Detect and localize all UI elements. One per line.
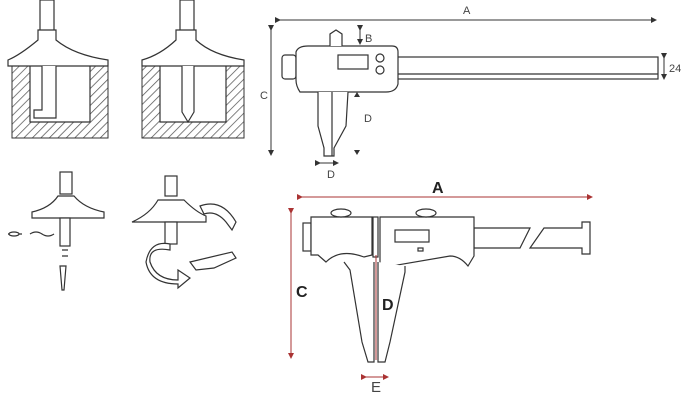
dimension-label-c: C bbox=[260, 90, 268, 102]
dimension-label-b: B bbox=[365, 33, 372, 45]
dimension-label-24: 24 bbox=[669, 63, 681, 75]
depth-gauge-exploded bbox=[8, 171, 105, 291]
dimension-label-d: D bbox=[382, 297, 394, 314]
depth-gauge-in-block-2 bbox=[141, 0, 245, 139]
digital-caliper-top: A B C D D 24 bbox=[260, 5, 681, 181]
dimension-label-a: A bbox=[463, 5, 471, 17]
dimension-label-d-jaw: D bbox=[364, 113, 372, 125]
digital-caliper-bottom: A C D E bbox=[288, 180, 593, 396]
dimension-label-d-tip: D bbox=[327, 169, 335, 181]
depth-gauge-rotation bbox=[131, 175, 237, 290]
dimension-label-c: C bbox=[296, 284, 308, 301]
depth-gauge-in-block-1 bbox=[7, 0, 109, 139]
dimension-label-a: A bbox=[432, 180, 444, 197]
dimension-label-e: E bbox=[371, 379, 381, 396]
